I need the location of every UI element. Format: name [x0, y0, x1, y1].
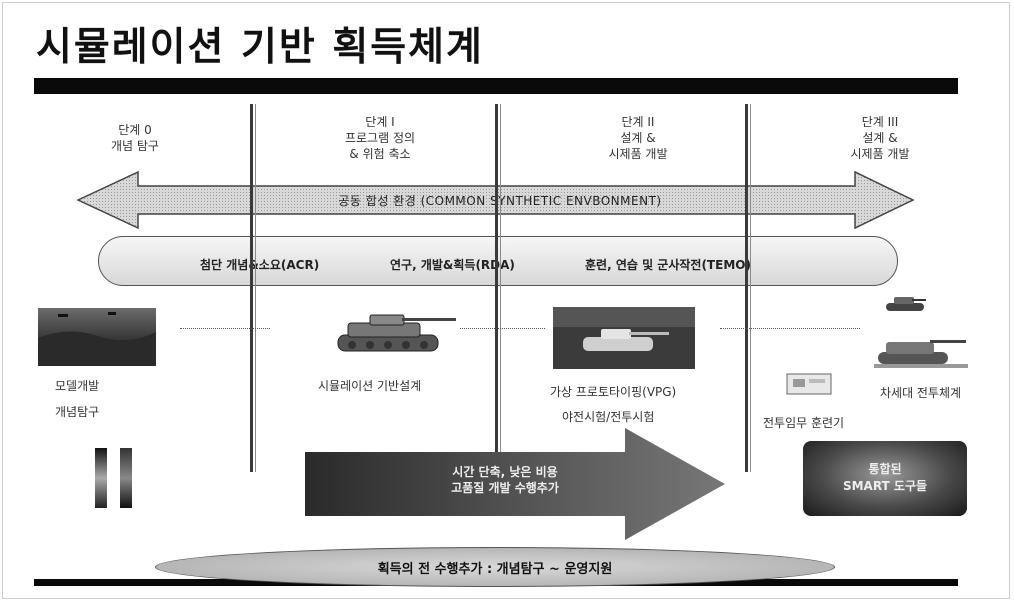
tank-small-image [886, 297, 926, 311]
stage-divider-2 [495, 104, 501, 472]
dotted-connector [180, 328, 270, 329]
oval-item-acr: 첨단 개념&소요(ACR) [200, 258, 320, 272]
smart-tools-text: 통합된 SMART 도구들 [803, 461, 967, 495]
caption-virtual-proto: 가상 프로토타이핑(VPG) [550, 385, 677, 399]
tank-image [337, 314, 456, 352]
stage-1-line2: 프로그램 정의 [344, 131, 416, 145]
trainer-image [786, 373, 832, 395]
dotted-connector [460, 328, 545, 329]
benefit-arrow-line1: 시간 단축, 낮은 비용 [452, 465, 558, 479]
stage-1-line3: & 위험 축소 [349, 147, 411, 161]
stage-0-line1: 단계 0 [118, 123, 152, 137]
stage-divider-3 [745, 104, 751, 472]
common-environment-label: 공동 합성 환경 (COMMON SYNTHETIC ENVBONMENT) [338, 194, 662, 208]
oval-item-temo: 훈련, 연습 및 군사작전(TEMO) [585, 258, 751, 272]
title-bar [34, 78, 958, 94]
stage-2: 단계 II 설계 & 시제품 개발 [558, 114, 718, 162]
stage-1: 단계 I 프로그램 정의 & 위험 축소 [300, 114, 460, 162]
virtual-prototype-image [553, 307, 695, 369]
caption-combat-trainer: 전투임무 훈련기 [763, 416, 845, 430]
caption-field-test: 야전시험/전투시험 [562, 410, 655, 424]
stage-3: 단계 III 설계 & 시제품 개발 [800, 114, 960, 162]
caption-concept-explore: 개념탐구 [55, 405, 100, 419]
smart-tools-line2: SMART 도구들 [842, 479, 928, 493]
smart-tools-box [803, 441, 967, 516]
benefit-arrow-text: 시간 단축, 낮은 비용 고품질 개발 수행추가 [375, 464, 635, 496]
caption-model-dev: 모델개발 [55, 379, 100, 393]
caption-sim-design: 시뮬레이션 기반설계 [318, 379, 422, 393]
gradient-strip [120, 448, 132, 508]
stage-0-line2: 개념 탐구 [111, 139, 159, 153]
benefit-arrow [305, 428, 725, 540]
stage-2-line2: 설계 & [620, 131, 656, 145]
stage-1-line1: 단계 I [365, 115, 395, 129]
stage-2-line3: 시제품 개발 [608, 147, 668, 161]
bottom-oval-text: 획득의 전 수행추가 : 개념탐구 ~ 운영지원 [377, 562, 613, 577]
stage-3-line3: 시제품 개발 [850, 147, 910, 161]
oval-item-rda: 연구, 개발&획득(RDA) [390, 258, 515, 272]
stage-0: 단계 0 개념 탐구 [55, 122, 215, 154]
slide-title: 시뮬레이션 기반 획득체계 [36, 25, 484, 70]
domains-oval [98, 236, 898, 286]
stage-3-line2: 설계 & [862, 131, 898, 145]
battlefield-image [38, 308, 156, 366]
bottom-oval [155, 547, 835, 587]
dotted-connector [720, 328, 860, 329]
stage-3-line1: 단계 III [861, 115, 899, 129]
stage-2-line1: 단계 II [621, 115, 655, 129]
stage-divider-1 [250, 104, 256, 472]
next-gen-vehicle-image [874, 340, 968, 368]
caption-next-gen: 차세대 전투체계 [880, 386, 962, 400]
smart-tools-line1: 통합된 [868, 462, 902, 476]
gradient-strip [95, 448, 107, 508]
benefit-arrow-line2: 고품질 개발 수행추가 [451, 481, 559, 495]
